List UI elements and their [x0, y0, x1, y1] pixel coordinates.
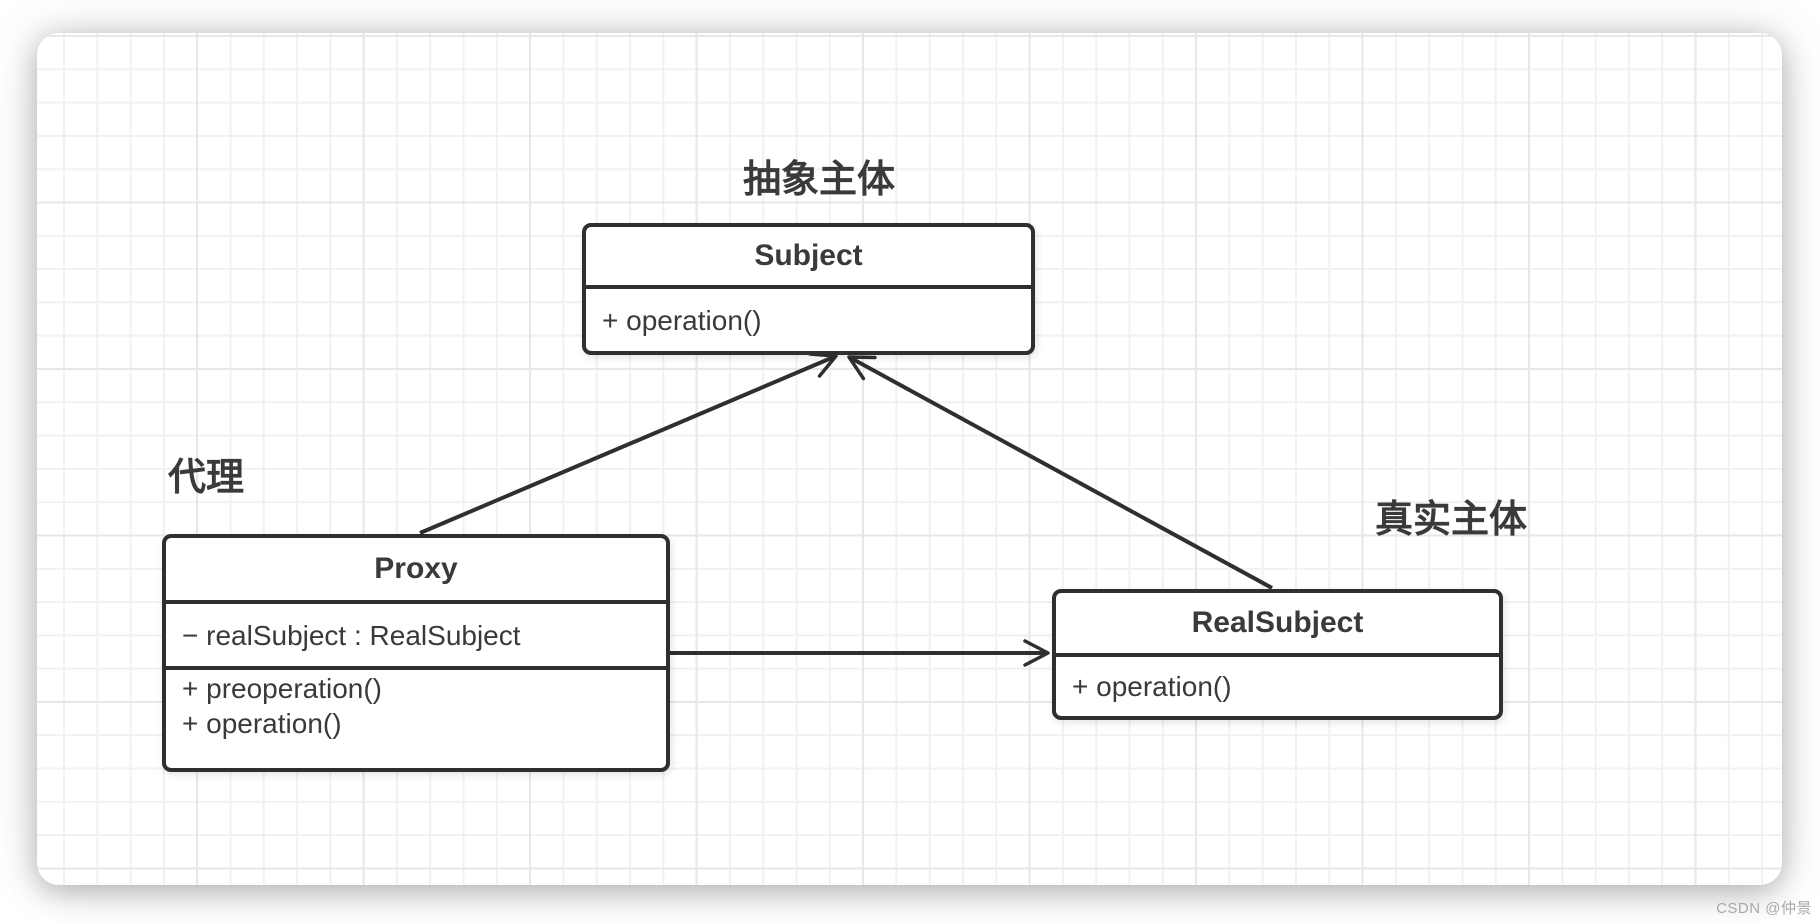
class-box-realsubject: RealSubject + operation(): [1052, 589, 1503, 720]
label-real-subject: 真实主体: [1375, 499, 1528, 541]
label-proxy: 代理: [168, 457, 245, 499]
method-item: + operation(): [602, 304, 762, 336]
method-item: + operation(): [1072, 671, 1232, 702]
class-title-realsubject: RealSubject: [1191, 606, 1364, 639]
attribute-item: − realSubject : RealSubject: [182, 619, 521, 651]
class-title-subject: Subject: [754, 239, 863, 272]
class-box-subject: Subject + operation(): [582, 223, 1035, 355]
class-title-proxy: Proxy: [374, 552, 458, 585]
class-methods-proxy: + preoperation() + operation(): [166, 666, 666, 768]
class-methods-subject: + operation(): [586, 285, 1031, 351]
watermark-text: CSDN @仲景: [1716, 900, 1812, 917]
method-item: + operation(): [182, 708, 342, 739]
class-box-proxy: Proxy − realSubject : RealSubject + preo…: [162, 534, 670, 772]
method-item: + preoperation(): [182, 673, 383, 704]
class-attributes-proxy: − realSubject : RealSubject: [166, 600, 666, 666]
class-methods-realsubject: + operation(): [1056, 653, 1499, 716]
label-abstract-subject: 抽象主体: [743, 159, 896, 201]
